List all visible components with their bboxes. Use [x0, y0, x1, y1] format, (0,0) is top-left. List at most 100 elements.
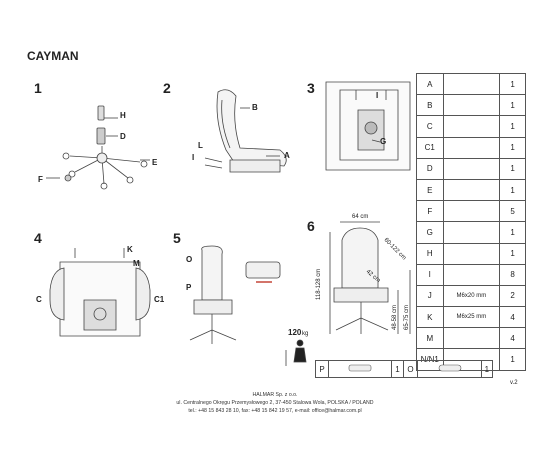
part-qty: 4: [499, 306, 526, 329]
max-load-unit: kg: [302, 331, 308, 337]
part-letter: I: [416, 263, 444, 286]
callout-l: L: [198, 141, 203, 150]
part-letter: F: [416, 200, 444, 223]
step-1-base-illustration: [46, 105, 150, 190]
part-description: [442, 94, 501, 117]
part-description: [442, 115, 501, 138]
callout-i3: I: [376, 91, 378, 100]
callout-o: O: [186, 255, 192, 264]
callout-a: A: [284, 151, 290, 160]
part-qty: 1: [499, 348, 526, 371]
part-illustration: [327, 360, 393, 378]
part-description: [442, 72, 501, 96]
dim-arm: 65-75 cm: [404, 305, 410, 330]
part-qty: 1: [391, 360, 404, 378]
step-6-number: 6: [307, 218, 315, 234]
document-title: CAYMAN: [27, 49, 79, 63]
part-qty: 1: [499, 72, 526, 96]
part-letter: G: [416, 221, 444, 244]
step-4-armrest-illustration: [49, 248, 151, 337]
dim-back: 60-122 cm: [383, 237, 407, 261]
callout-f: F: [38, 175, 43, 184]
part-letter: B: [416, 94, 444, 117]
callout-p: P: [186, 283, 192, 292]
part-letter: A: [416, 72, 444, 96]
part-letter: E: [416, 178, 444, 202]
part-letter: M: [416, 327, 444, 350]
dim-seat: 48-58 cm: [392, 305, 398, 330]
max-load-value: 120: [288, 328, 302, 337]
part-qty: 1: [480, 360, 494, 378]
part-illustration: [417, 360, 482, 378]
part-qty: 1: [499, 157, 526, 180]
part-letter: P: [315, 360, 329, 378]
callout-c: C: [36, 295, 42, 304]
step-3-number: 3: [307, 80, 315, 96]
callout-g: G: [380, 137, 386, 146]
step-4-number: 4: [34, 230, 42, 246]
part-qty: 2: [499, 284, 526, 308]
dim-width: 64 cm: [352, 214, 368, 220]
footer-contact: tel.: +48 15 843 28 10, fax: +48 15 842 …: [188, 408, 362, 414]
footer-address: ul. Centralnego Okręgu Przemysłowego 2, …: [176, 400, 374, 406]
part-description: [442, 200, 501, 223]
max-load-illustration: [285, 339, 307, 366]
part-letter: J: [416, 284, 444, 308]
dim-total: 118-128 cm: [316, 269, 322, 300]
part-qty: 1: [499, 178, 526, 202]
step-3-mechanism-illustration: [325, 81, 411, 171]
part-description: M6x25 mm: [442, 306, 501, 329]
part-letter: D: [416, 157, 444, 180]
footer-company: HALMAR Sp. z o.o.: [252, 392, 298, 398]
part-qty: 1: [499, 94, 526, 117]
part-qty: 8: [499, 263, 526, 286]
parts-row: C1 1: [416, 136, 526, 159]
part-qty: 5: [499, 200, 526, 223]
part-description: M6x20 mm: [442, 284, 501, 308]
callout-b: B: [252, 103, 258, 112]
callout-k: K: [127, 245, 133, 254]
part-letter: C: [416, 115, 444, 138]
document-version: v.2: [510, 380, 518, 386]
step-5-chair-illustration: [189, 245, 281, 344]
callout-i: I: [192, 153, 194, 162]
parts-bottom-row: P 1 O 1: [315, 360, 494, 378]
part-description: [442, 221, 501, 244]
callout-h: H: [120, 111, 126, 120]
part-letter: H: [416, 242, 444, 265]
part-qty: 4: [499, 327, 526, 350]
part-description: [442, 242, 501, 265]
part-letter: C1: [416, 136, 444, 159]
step-1-number: 1: [34, 80, 42, 96]
step-2-seat-illustration: [204, 89, 287, 173]
part-description: [442, 263, 501, 286]
part-qty: 1: [499, 136, 526, 159]
step-5-number: 5: [173, 230, 181, 246]
callout-e: E: [152, 158, 158, 167]
part-qty: 1: [499, 221, 526, 244]
part-qty: 1: [499, 242, 526, 265]
part-description: [442, 136, 501, 159]
part-description: [442, 178, 501, 202]
step-6-dimension-illustration: [329, 221, 411, 334]
callout-d: D: [120, 132, 126, 141]
callout-m: M: [133, 259, 140, 268]
part-letter: O: [402, 360, 419, 378]
step-2-number: 2: [163, 80, 171, 96]
part-description: [442, 157, 501, 180]
part-qty: 1: [499, 115, 526, 138]
